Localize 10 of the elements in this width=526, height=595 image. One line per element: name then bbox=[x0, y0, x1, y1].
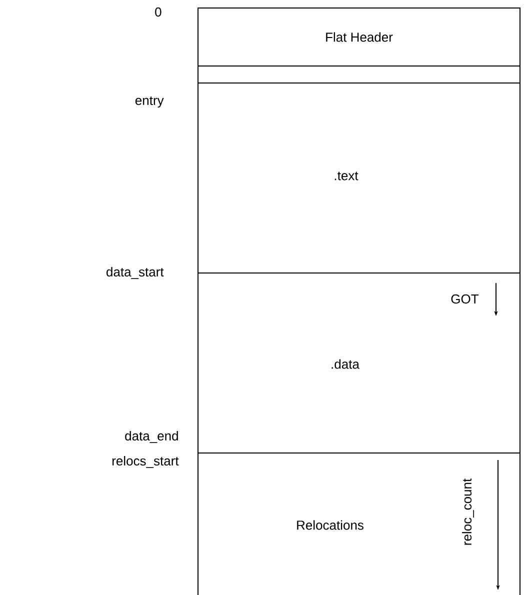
offset-label: GOT bbox=[451, 294, 478, 304]
offset-label: 0 bbox=[155, 7, 162, 17]
section-box: .text bbox=[198, 82, 520, 274]
offset-label: data_end bbox=[125, 431, 178, 443]
offset-label: relocs_start bbox=[112, 456, 179, 468]
section-box: Flat Header bbox=[198, 8, 520, 66]
offset-label: data_start bbox=[106, 267, 164, 279]
offset-label: entry bbox=[135, 96, 164, 108]
blank-band bbox=[198, 66, 520, 84]
offset-label: reloc_count bbox=[462, 478, 474, 545]
